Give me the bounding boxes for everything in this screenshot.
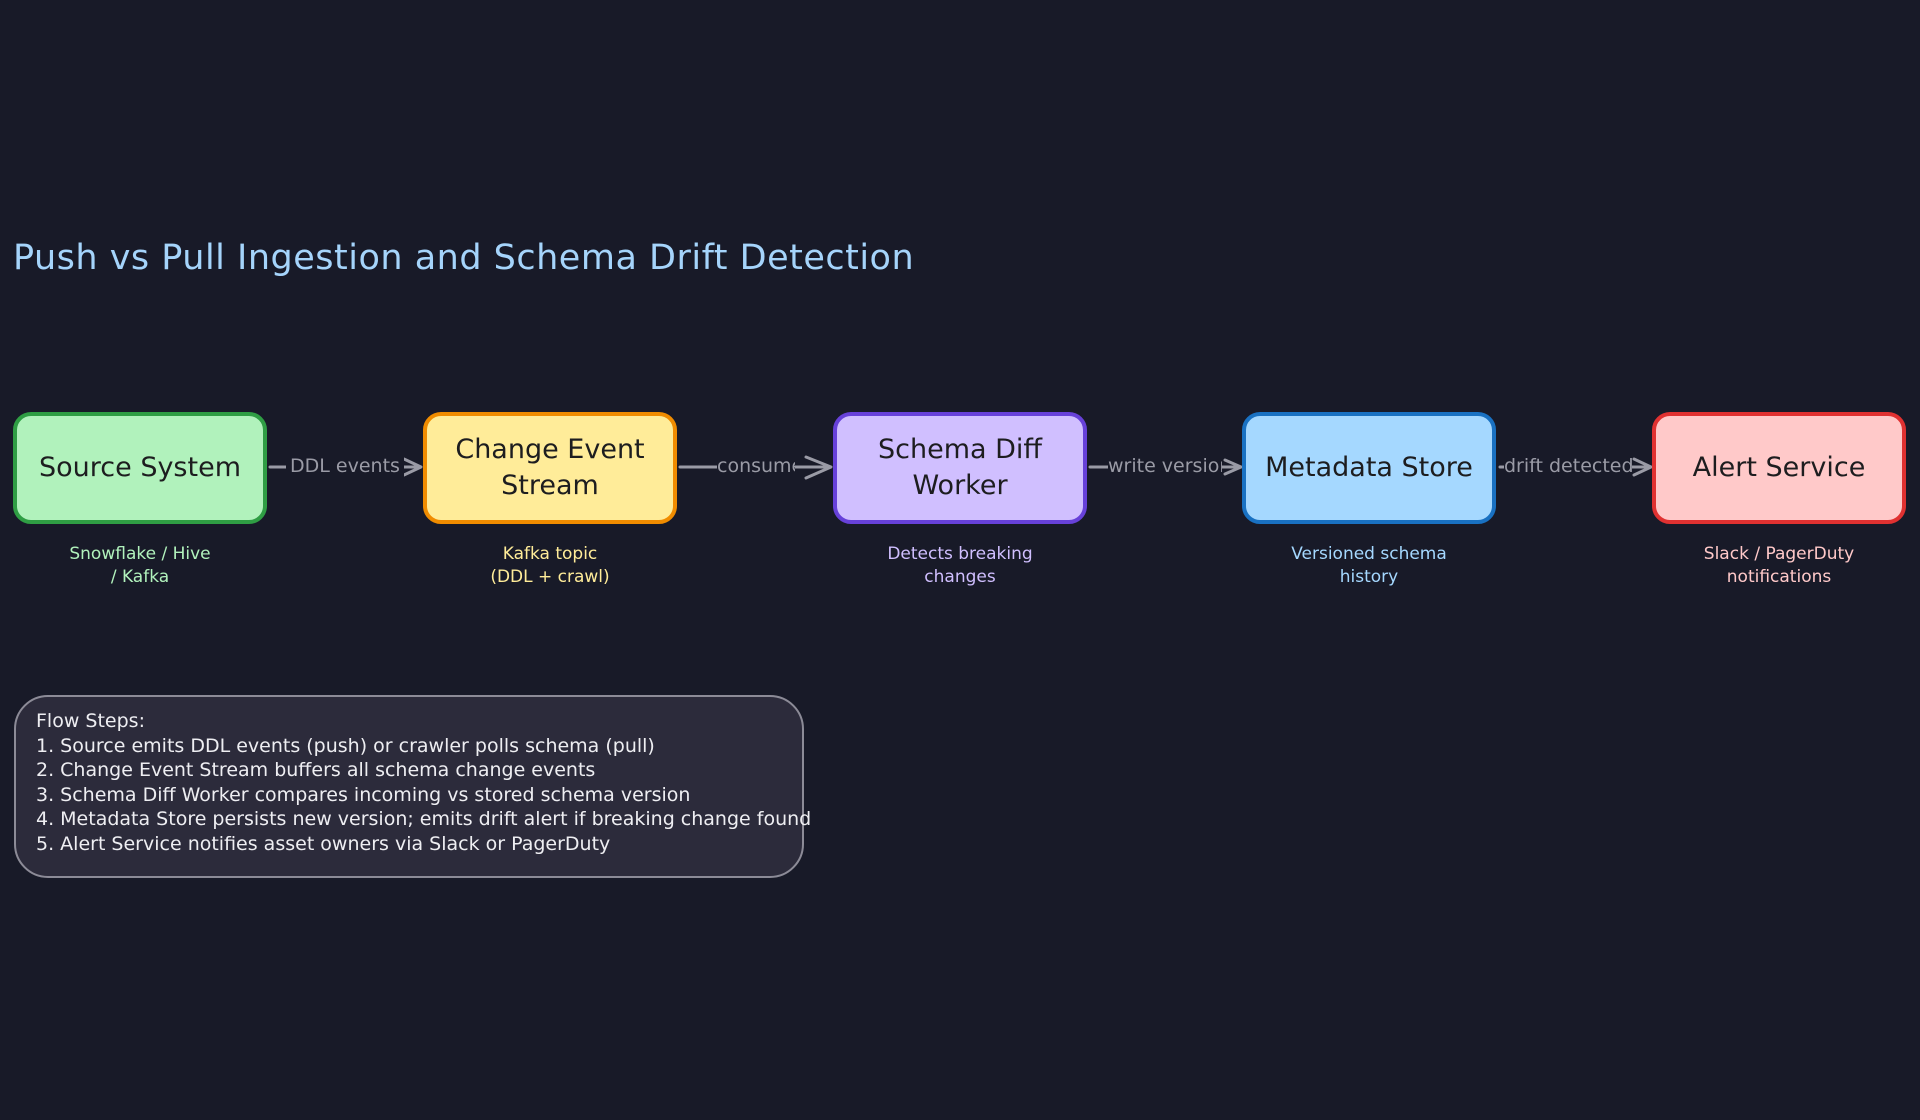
edge-label-drift-detected: drift detected bbox=[1504, 454, 1632, 478]
node-schema-diff-worker: Schema Diff Worker bbox=[833, 412, 1087, 524]
edge-label-ddl-events: DDL events bbox=[286, 454, 404, 478]
node-schema-diff-worker-label: Schema Diff Worker bbox=[877, 434, 1043, 501]
node-schema-diff-worker-caption: Detects breaking changes bbox=[887, 544, 1033, 587]
flow-step-4: 4. Metadata Store persists new version; … bbox=[36, 808, 812, 831]
node-change-event-stream: Change Event Stream bbox=[423, 412, 677, 524]
node-change-event-stream-label: Change Event Stream bbox=[455, 434, 645, 501]
node-metadata-store-caption: Versioned schema history bbox=[1291, 544, 1447, 587]
diagram-title: Push vs Pull Ingestion and Schema Drift … bbox=[13, 238, 915, 278]
flow-step-2: 2. Change Event Stream buffers all schem… bbox=[36, 759, 596, 782]
node-alert-service-label: Alert Service bbox=[1692, 452, 1866, 483]
node-source-system-caption: Snowflake / Hive / Kafka bbox=[69, 544, 211, 587]
node-source-system: Source System bbox=[13, 412, 267, 524]
flow-steps-box: Flow Steps: 1. Source emits DDL events (… bbox=[14, 695, 812, 878]
flow-step-5: 5. Alert Service notifies asset owners v… bbox=[36, 832, 611, 855]
edge-label-write-version: write version bbox=[1108, 454, 1222, 478]
node-alert-service: Alert Service bbox=[1652, 412, 1906, 524]
node-change-event-stream-caption: Kafka topic (DDL + crawl) bbox=[490, 544, 610, 587]
flow-step-3: 3. Schema Diff Worker compares incoming … bbox=[36, 783, 691, 806]
node-alert-service-caption: Slack / PagerDuty notifications bbox=[1703, 544, 1855, 587]
node-metadata-store: Metadata Store bbox=[1242, 412, 1496, 524]
node-metadata-store-label: Metadata Store bbox=[1265, 452, 1473, 483]
flow-steps-title: Flow Steps: bbox=[36, 710, 145, 732]
node-source-system-label: Source System bbox=[39, 452, 241, 483]
edge-label-consume: consume bbox=[717, 454, 795, 478]
flow-step-1: 1. Source emits DDL events (push) or cra… bbox=[36, 734, 655, 757]
